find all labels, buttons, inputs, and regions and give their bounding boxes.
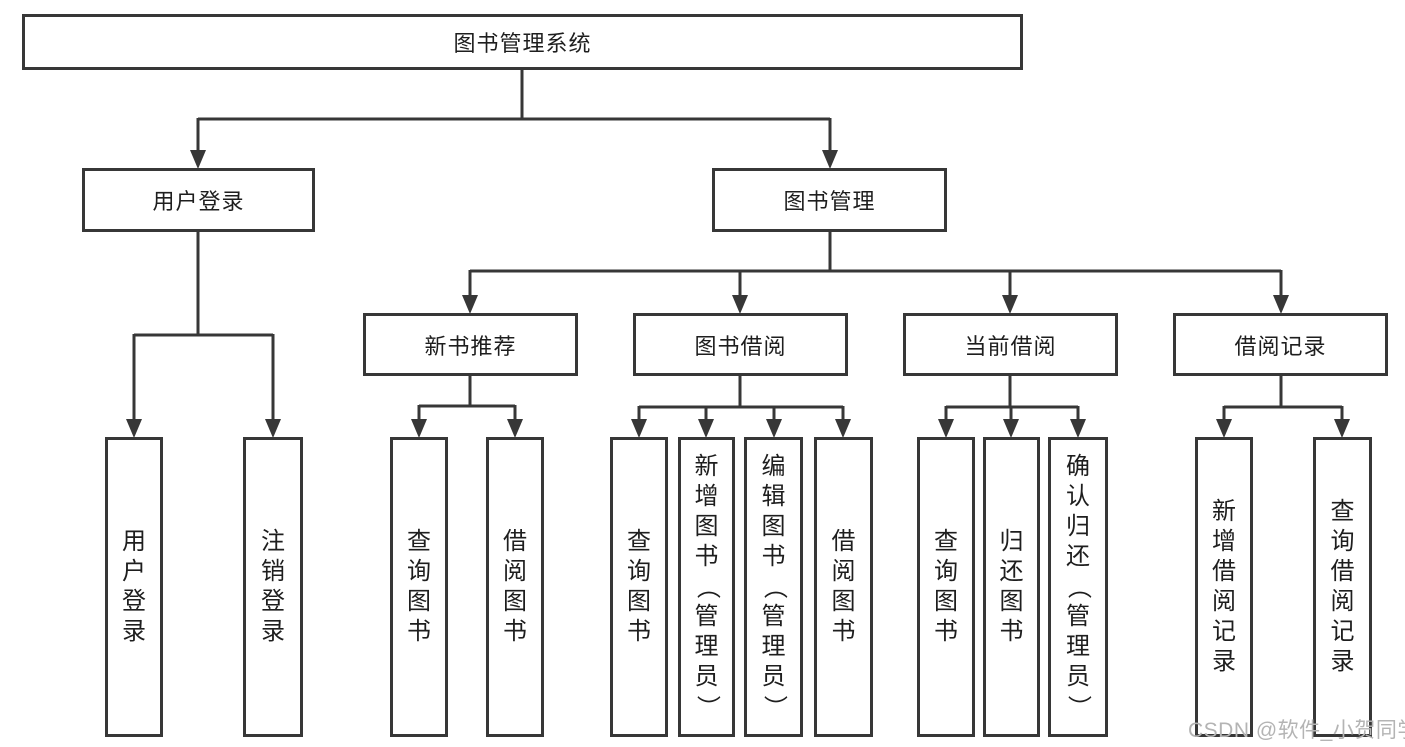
leaf-current-return-books-label: 归还图书 [999,528,1024,645]
leaf-current-confirm-return-admin-label: 确认归还（管理员） [1065,453,1092,719]
node-user-login-label: 用户登录 [152,189,245,214]
leaf-logout: 注销登录 [243,437,303,737]
leaf-user-login-label: 用户登录 [122,528,146,645]
leaf-logout-label: 注销登录 [261,528,285,645]
leaf-newbook-query-books: 查询图书 [390,437,448,737]
leaf-borrow-edit-books-admin: 编辑图书（管理员） [744,437,803,737]
node-root-label: 图书管理系统 [453,31,592,56]
node-book-borrowing-label: 图书借阅 [694,333,787,359]
leaf-user-login: 用户登录 [105,437,163,737]
leaf-current-query-books: 查询图书 [917,437,975,737]
node-new-book-recommend: 新书推荐 [363,313,578,376]
leaf-newbook-borrow-books: 借阅图书 [486,437,544,737]
node-user-login: 用户登录 [82,168,315,232]
leaf-record-query-borrow-record-label: 查询借阅记录 [1330,498,1355,675]
csdn-watermark: CSDN @软件_小贺同学 [1188,719,1405,742]
leaf-borrow-borrow-books: 借阅图书 [814,437,873,737]
leaf-borrow-add-books-admin: 新增图书（管理员） [678,437,735,737]
node-book-borrowing: 图书借阅 [633,313,848,376]
leaf-newbook-borrow-books-label: 借阅图书 [503,528,527,645]
node-root-library-system: 图书管理系统 [22,14,1023,70]
node-current-borrowing: 当前借阅 [903,313,1118,376]
leaf-borrow-query-books-label: 查询图书 [627,528,651,645]
leaf-record-add-borrow-record: 新增借阅记录 [1195,437,1253,737]
leaf-borrow-edit-books-admin-label: 编辑图书（管理员） [760,453,788,719]
node-borrow-records: 借阅记录 [1173,313,1388,376]
node-borrow-records-label: 借阅记录 [1234,333,1327,359]
leaf-current-return-books: 归还图书 [983,437,1040,737]
node-book-management-label: 图书管理 [783,189,876,214]
node-new-book-recommend-label: 新书推荐 [424,333,517,359]
leaf-newbook-query-books-label: 查询图书 [407,528,431,645]
leaf-record-query-borrow-record: 查询借阅记录 [1313,437,1372,737]
leaf-borrow-add-books-admin-label: 新增图书（管理员） [693,453,721,719]
leaf-record-add-borrow-record-label: 新增借阅记录 [1212,498,1236,675]
leaf-borrow-query-books: 查询图书 [610,437,668,737]
leaf-current-confirm-return-admin: 确认归还（管理员） [1048,437,1108,737]
node-current-borrowing-label: 当前借阅 [964,333,1057,359]
node-book-management: 图书管理 [712,168,947,232]
leaf-current-query-books-label: 查询图书 [934,528,958,645]
leaf-borrow-borrow-books-label: 借阅图书 [831,528,856,645]
